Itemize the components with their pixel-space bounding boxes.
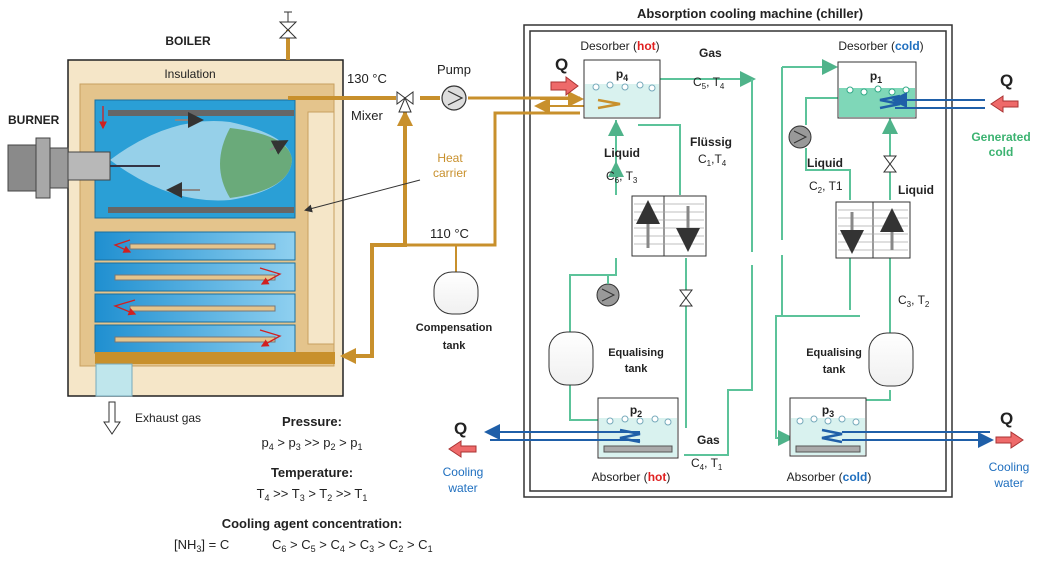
baffle-bottom: [108, 207, 294, 213]
heat-carrier-label-2: carrier: [433, 166, 467, 180]
solution-pump-hot-icon: [596, 283, 620, 307]
chiller-frame-inner: [529, 30, 947, 492]
exhaust-label: Exhaust gas: [135, 411, 201, 425]
gas-bottom-label: Gas: [697, 433, 720, 447]
equalising-cold-label-1: Equalising: [806, 347, 862, 359]
c4t1-label: C4, T1: [691, 456, 723, 472]
solution-heat-exchanger-hot: [631, 195, 707, 257]
flussig-label: Flüssig: [690, 135, 732, 149]
baffle-top: [108, 110, 294, 116]
absorber-hot-pressure: p2: [630, 403, 642, 419]
compensation-tank: [433, 271, 479, 315]
equalising-cold-label-2: tank: [823, 364, 847, 376]
throttle-valve-hot-icon: [679, 289, 693, 307]
exhaust-duct: [95, 363, 133, 397]
heat-in-arrow-icon: [550, 76, 579, 96]
c1t4-label: C1,T4: [698, 152, 727, 168]
liquid-hot-label: Liquid: [604, 146, 640, 160]
liquid-cold-left-label: Liquid: [807, 156, 843, 170]
heat-carrier-label-1: Heat: [437, 151, 463, 165]
absorber-hot-label: Absorber (hot): [592, 470, 671, 484]
desorber-cold-pressure: p1: [870, 69, 882, 85]
comp-tank-label-1: Compensation: [416, 322, 493, 334]
flue-gas-arrows: [99, 106, 282, 347]
generated-cold-label-1: Generated: [971, 130, 1030, 144]
generated-cold-arrow-icon: [990, 95, 1019, 113]
burner-label: BURNER: [8, 113, 60, 127]
cooling-water-left-2: water: [447, 481, 477, 495]
desorber-hot-pressure: p4: [616, 67, 628, 83]
desorber-cold-label: Desorber (cold): [838, 39, 923, 53]
temperature-title: Temperature:: [271, 465, 353, 480]
cooling-water-lines: [484, 92, 994, 448]
q-cooling-water-left: Q: [454, 419, 467, 438]
gas-top-label: Gas: [699, 46, 722, 60]
burner: [7, 137, 160, 199]
safety-valve-icon: [278, 11, 298, 39]
concentration-lhs: [NH3] = C: [174, 537, 229, 554]
q-cooling-water-right: Q: [1000, 409, 1013, 428]
generated-cold-label-2: cold: [989, 145, 1014, 159]
cooling-water-right-1: Cooling: [989, 460, 1030, 474]
mixer-valve-icon: [396, 91, 414, 113]
comp-tank-label-2: tank: [443, 340, 467, 352]
pressure-title: Pressure:: [282, 414, 342, 429]
c3t2-label: C3, T2: [898, 293, 930, 309]
liquid-cold-right-label: Liquid: [898, 183, 934, 197]
cooling-water-left-1: Cooling: [443, 465, 484, 479]
concentration-relation: C6 > C5 > C4 > C3 > C2 > C1: [272, 537, 433, 554]
throttle-valve-cold-icon: [883, 155, 897, 173]
solution-pump-cold-icon: [788, 125, 812, 149]
pump-label: Pump: [437, 62, 471, 77]
absorber-cold-pressure: p3: [822, 403, 834, 419]
q-generated-cold: Q: [1000, 71, 1013, 90]
heat-out-right-arrow-icon: [995, 431, 1024, 449]
absorber-cold-label: Absorber (cold): [787, 470, 872, 484]
q-desorber-hot: Q: [555, 55, 568, 74]
desorber-hot-label: Desorber (hot): [580, 39, 659, 53]
c6t3-label: C6, T3: [606, 169, 638, 185]
pressure-relation: p4 > p3 >> p2 > p1: [261, 435, 362, 452]
boiler-return-channel: [95, 352, 335, 364]
pump-icon: [441, 85, 467, 111]
chiller-frame-outer: [523, 24, 953, 498]
temp-130-label: 130 °C: [347, 71, 387, 86]
insulation-label: Insulation: [164, 67, 215, 81]
refrigerant-lines: [569, 59, 891, 456]
absorber-hot-vessel: [597, 397, 679, 459]
equalising-tank-cold: [868, 332, 914, 387]
equalising-hot-label-2: tank: [625, 363, 649, 375]
absorber-cold-vessel: [789, 397, 867, 457]
c5t4-label: C5, T4: [693, 75, 725, 91]
desorber-hot-vessel: [583, 59, 661, 119]
cooling-water-right-2: water: [993, 476, 1023, 490]
mixer-label: Mixer: [351, 108, 383, 123]
heat-out-left-arrow-icon: [448, 440, 477, 458]
temperature-relation: T4 >> T3 > T2 >> T1: [257, 486, 368, 503]
equalising-hot-label-1: Equalising: [608, 347, 664, 359]
c2t1-label: C2, T1: [809, 179, 843, 195]
heat-carrier-pointer: [304, 179, 421, 213]
solution-heat-exchanger-cold: [835, 201, 911, 259]
boiler-title: BOILER: [165, 34, 211, 48]
equalising-tank-hot: [548, 331, 594, 386]
boiler-side-channel: [307, 111, 335, 345]
exhaust-arrow-icon: [103, 401, 121, 435]
concentration-title: Cooling agent concentration:: [222, 516, 403, 531]
flame-arrows: [166, 112, 289, 198]
temp-110-label: 110 °C: [430, 226, 469, 241]
diagram-title: Absorption cooling machine (chiller): [637, 6, 863, 21]
